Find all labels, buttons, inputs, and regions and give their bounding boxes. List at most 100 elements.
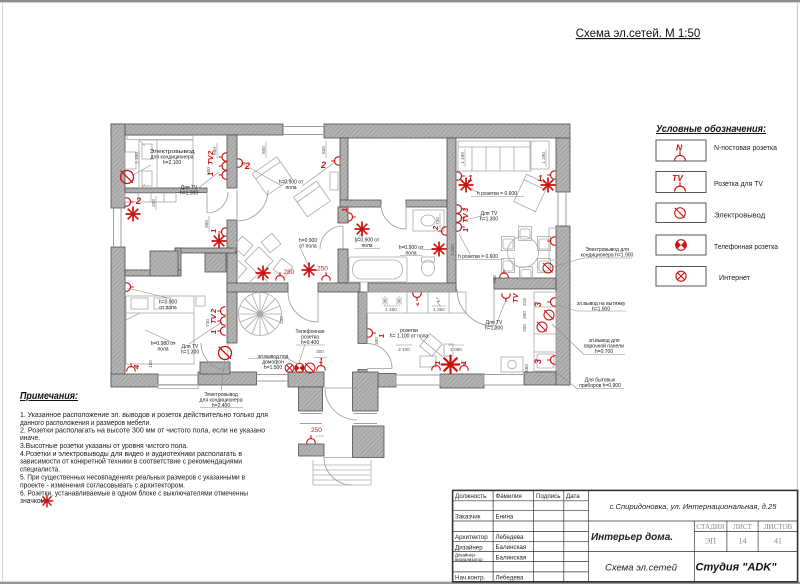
svg-text:СТАДИЯ: СТАДИЯ <box>696 523 724 531</box>
svg-text:TV: TV <box>209 313 218 324</box>
svg-text:2: 2 <box>209 308 218 314</box>
svg-text:1 190: 1 190 <box>541 152 546 164</box>
svg-text:6. Розетки, устанавливаемые в: 6. Розетки, устанавливаемые в одном блок… <box>20 489 248 497</box>
svg-text:Розетка для TV: Розетка для TV <box>714 179 764 188</box>
svg-text:Фамилия: Фамилия <box>496 493 522 500</box>
svg-text:пола: пола <box>405 251 416 257</box>
svg-text:Примечания:: Примечания: <box>20 391 78 402</box>
svg-text:домофон: домофон <box>262 360 284 366</box>
svg-text:h=2.100: h=2.100 <box>163 160 181 166</box>
svg-text:700: 700 <box>435 217 440 225</box>
svg-text:Электровывод для: Электровывод для <box>585 247 629 253</box>
svg-text:1 190: 1 190 <box>460 152 465 164</box>
svg-text:h=0.400: h=0.400 <box>301 340 319 346</box>
svg-text:Должность: Должность <box>455 493 486 500</box>
svg-text:значком.: значком. <box>20 498 47 505</box>
svg-text:ЭП: ЭП <box>705 537 716 546</box>
svg-text:ЛИСТОВ: ЛИСТОВ <box>764 523 793 531</box>
svg-text:Дизайнер-: Дизайнер- <box>455 553 477 558</box>
svg-text:2: 2 <box>206 150 215 156</box>
svg-text:680: 680 <box>524 364 529 372</box>
svg-text:от пола: от пола <box>159 305 177 311</box>
svg-text:Подпись: Подпись <box>536 493 561 500</box>
svg-text:800: 800 <box>206 167 211 175</box>
svg-text:розетка: розетка <box>301 335 319 341</box>
svg-text:Заказчик: Заказчик <box>455 513 481 520</box>
svg-text:иначе.: иначе. <box>20 435 40 442</box>
svg-text:150: 150 <box>148 360 153 368</box>
svg-text:1 080: 1 080 <box>450 347 462 352</box>
svg-text:300: 300 <box>316 349 324 354</box>
svg-text:приборов h=0.900: приборов h=0.900 <box>579 383 621 389</box>
svg-text:1: 1 <box>340 208 349 212</box>
svg-text:Условные обозначения:: Условные обозначения: <box>656 123 766 135</box>
svg-text:h=0.700: h=0.700 <box>595 349 613 355</box>
svg-text:200: 200 <box>279 316 284 324</box>
svg-text:1: 1 <box>459 361 468 365</box>
svg-text:ЛИСТ: ЛИСТ <box>733 523 752 531</box>
svg-text:2: 2 <box>431 225 440 231</box>
svg-text:пола: пола <box>361 243 372 249</box>
svg-text:Студия "ADK": Студия "ADK" <box>696 562 778 574</box>
svg-text:Лебедева: Лебедева <box>496 574 524 581</box>
svg-text:пола: пола <box>157 347 168 353</box>
svg-text:1 360: 1 360 <box>433 307 445 312</box>
svg-text:3: 3 <box>461 207 470 212</box>
svg-text:от пола: от пола <box>299 244 317 250</box>
svg-text:Телефонная: Телефонная <box>296 329 325 335</box>
svg-text:2 100: 2 100 <box>398 347 410 352</box>
svg-text:5. При существенных несовпаден: 5. При существенных несовпадениях реальн… <box>20 475 245 482</box>
svg-text:эл.вывод под: эл.вывод под <box>258 354 289 360</box>
svg-text:Схема эл.сетей: Схема эл.сетей <box>605 563 678 574</box>
svg-text:300: 300 <box>374 337 379 345</box>
svg-text:Балинская: Балинская <box>496 544 527 551</box>
svg-text:h=1.300: h=1.300 <box>480 217 498 223</box>
svg-text:Дизайнер: Дизайнер <box>455 544 483 551</box>
svg-text:Для TV: Для TV <box>481 211 498 217</box>
svg-text:h=1.500: h=1.500 <box>264 365 282 371</box>
svg-text:данного расположения и размеро: данного расположения и размеров мебели. <box>20 419 151 427</box>
svg-text:1: 1 <box>468 174 473 183</box>
svg-text:Енина: Енина <box>496 513 514 520</box>
svg-text:3: 3 <box>533 302 543 307</box>
svg-text:Интерьер дома.: Интерьер дома. <box>591 532 673 543</box>
svg-text:h=1.300: h=1.300 <box>180 191 198 197</box>
svg-text:1. Указанное расположение эл.: 1. Указанное расположение эл. выводов и … <box>20 411 268 419</box>
svg-text:проекте - изменения согласовыв: проекте - изменения согласовывать с архи… <box>20 482 185 489</box>
svg-text:1: 1 <box>206 172 215 176</box>
svg-text:3.Высотные розетки указаны от: 3.Высотные розетки указаны от уровня чис… <box>20 443 188 450</box>
svg-text:Балинская: Балинская <box>496 555 527 562</box>
svg-text:h= 1.100 от пола: h= 1.100 от пола <box>390 334 429 340</box>
svg-text:1: 1 <box>209 229 218 233</box>
svg-text:эл.вывод на вытяжку: эл.вывод на вытяжку <box>577 301 626 307</box>
svg-text:200: 200 <box>151 199 156 207</box>
svg-text:250: 250 <box>311 427 322 434</box>
svg-text:Электровывод: Электровывод <box>204 392 238 398</box>
svg-text:розетки: розетки <box>400 328 418 334</box>
svg-text:800: 800 <box>321 146 326 154</box>
svg-text:TV: TV <box>511 292 520 303</box>
svg-text:h=2.400: h=2.400 <box>212 403 230 409</box>
svg-text:h=0.900 от: h=0.900 от <box>279 180 304 186</box>
svg-text:2 000: 2 000 <box>450 244 455 256</box>
svg-text:h=0.980 от: h=0.980 от <box>151 341 176 347</box>
svg-text:N-постовая розетка: N-постовая розетка <box>714 143 778 152</box>
svg-text:2: 2 <box>244 161 250 171</box>
svg-text:280: 280 <box>284 269 295 276</box>
svg-text:200: 200 <box>522 324 527 332</box>
svg-text:1: 1 <box>538 174 543 183</box>
svg-text:2. Розетки располагать на высо: 2. Розетки располагать на высоте 300 мм … <box>20 428 265 435</box>
svg-text:730: 730 <box>205 319 210 327</box>
svg-text:800: 800 <box>261 146 266 154</box>
svg-text:пола: пола <box>285 185 296 191</box>
svg-text:4.Розетки и электровыводы для: 4.Розетки и электровыводы для видео и ау… <box>20 451 242 458</box>
svg-text:Интернет: Интернет <box>719 273 750 282</box>
svg-text:с.Спиридоновка, ул. Интернацио: с.Спиридоновка, ул. Интернациональная, д… <box>610 502 778 511</box>
svg-text:Для бытовых: Для бытовых <box>585 378 616 384</box>
svg-text:2: 2 <box>135 196 141 206</box>
svg-text:318: 318 <box>522 298 527 306</box>
svg-text:h=0.900 от: h=0.900 от <box>399 245 424 251</box>
svg-text:480: 480 <box>522 311 527 319</box>
svg-text:специалиста.: специалиста. <box>20 466 60 473</box>
svg-text:эл.вывод для: эл.вывод для <box>588 338 619 344</box>
